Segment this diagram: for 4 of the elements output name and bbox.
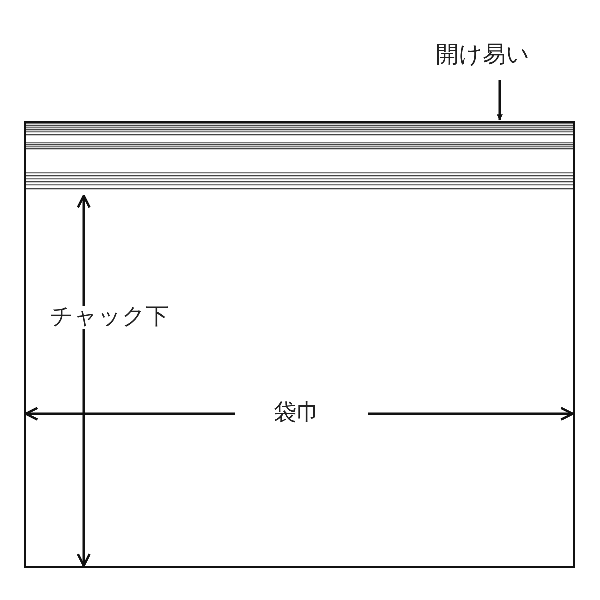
arrow — [497, 80, 503, 121]
bag-outline — [24, 121, 575, 568]
callout-label: 開け易い — [420, 40, 530, 70]
dimension-label: チャック下 — [50, 306, 169, 329]
